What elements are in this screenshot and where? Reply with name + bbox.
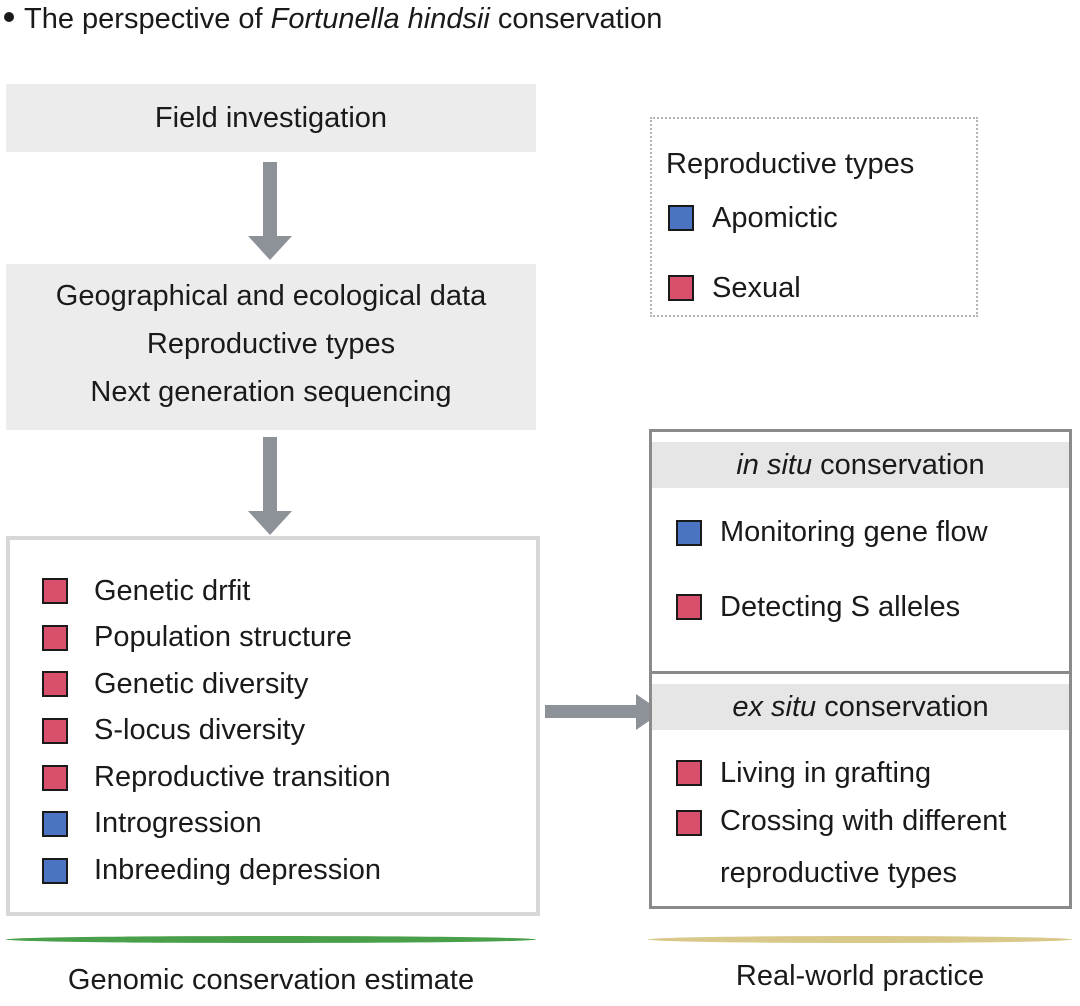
caption-genomic-estimate: Genomic conservation estimate: [67, 964, 475, 996]
bullet-icon: [4, 12, 14, 23]
ex-situ-swatch: [676, 810, 702, 836]
estimate-item-reproductive-transition: Reproductive transition: [94, 761, 391, 793]
legend-title: Reproductive types: [666, 148, 915, 180]
right-arrow-shaft: [545, 705, 637, 718]
down-arrow-1-shaft: [263, 162, 277, 238]
data-collection-box: Geographical and ecological data Reprodu…: [6, 264, 536, 430]
ex-situ-item-grafting: Living in grafting: [720, 757, 932, 789]
genomic-estimate-box: Genetic drfit Population structure Genet…: [6, 536, 540, 916]
estimate-swatch: [42, 765, 68, 791]
estimate-item-introgression: Introgression: [94, 807, 262, 839]
right-underline: [648, 936, 1072, 943]
ex-situ-swatch: [676, 760, 702, 786]
field-investigation-label: Field investigation: [154, 102, 388, 134]
estimate-swatch: [42, 811, 68, 837]
legend-apomictic-label: Apomictic: [712, 202, 838, 234]
data-line-reproductive: Reproductive types: [146, 328, 396, 360]
estimate-swatch: [42, 671, 68, 697]
estimate-swatch: [42, 858, 68, 884]
data-line-geographical: Geographical and ecological data: [55, 280, 487, 312]
data-line-sequencing: Next generation sequencing: [90, 376, 452, 408]
estimate-swatch: [42, 578, 68, 604]
legend-box: Reproductive types Apomictic Sexual: [650, 117, 978, 317]
down-arrow-1-head-icon: [248, 236, 292, 260]
down-arrow-2-head-icon: [248, 511, 292, 535]
caption-real-world-practice: Real-world practice: [735, 960, 985, 992]
estimate-item-s-locus-diversity: S-locus diversity: [94, 714, 306, 746]
legend-sexual-swatch: [668, 275, 694, 301]
field-investigation-box: Field investigation: [6, 84, 536, 152]
estimate-swatch: [42, 718, 68, 744]
in-situ-header: in situ conservation: [652, 442, 1069, 488]
legend-apomictic-swatch: [668, 205, 694, 231]
in-situ-panel: in situ conservation Monitoring gene flo…: [649, 429, 1072, 674]
estimate-swatch: [42, 625, 68, 651]
in-situ-item-s-alleles: Detecting S alleles: [720, 591, 961, 623]
estimate-item-population-structure: Population structure: [94, 621, 352, 653]
ex-situ-panel: ex situ conservation Living in grafting …: [649, 671, 1072, 909]
estimate-item-genetic-drift: Genetic drfit: [94, 575, 251, 607]
ex-situ-header: ex situ conservation: [652, 684, 1069, 730]
in-situ-swatch: [676, 520, 702, 546]
estimate-item-genetic-diversity: Genetic diversity: [94, 668, 309, 700]
estimate-item-inbreeding-depression: Inbreeding depression: [94, 854, 381, 886]
species-name: Fortunella hindsii: [270, 3, 490, 35]
ex-situ-item-crossing-continuation: reproductive types: [720, 857, 957, 889]
in-situ-item-gene-flow: Monitoring gene flow: [720, 516, 988, 548]
in-situ-swatch: [676, 594, 702, 620]
left-underline: [6, 936, 536, 943]
down-arrow-2-shaft: [263, 437, 277, 513]
ex-situ-item-crossing: Crossing with different: [720, 805, 1007, 837]
legend-sexual-label: Sexual: [712, 272, 801, 304]
figure-title: The perspective of Fortunella hindsii co…: [4, 0, 662, 38]
